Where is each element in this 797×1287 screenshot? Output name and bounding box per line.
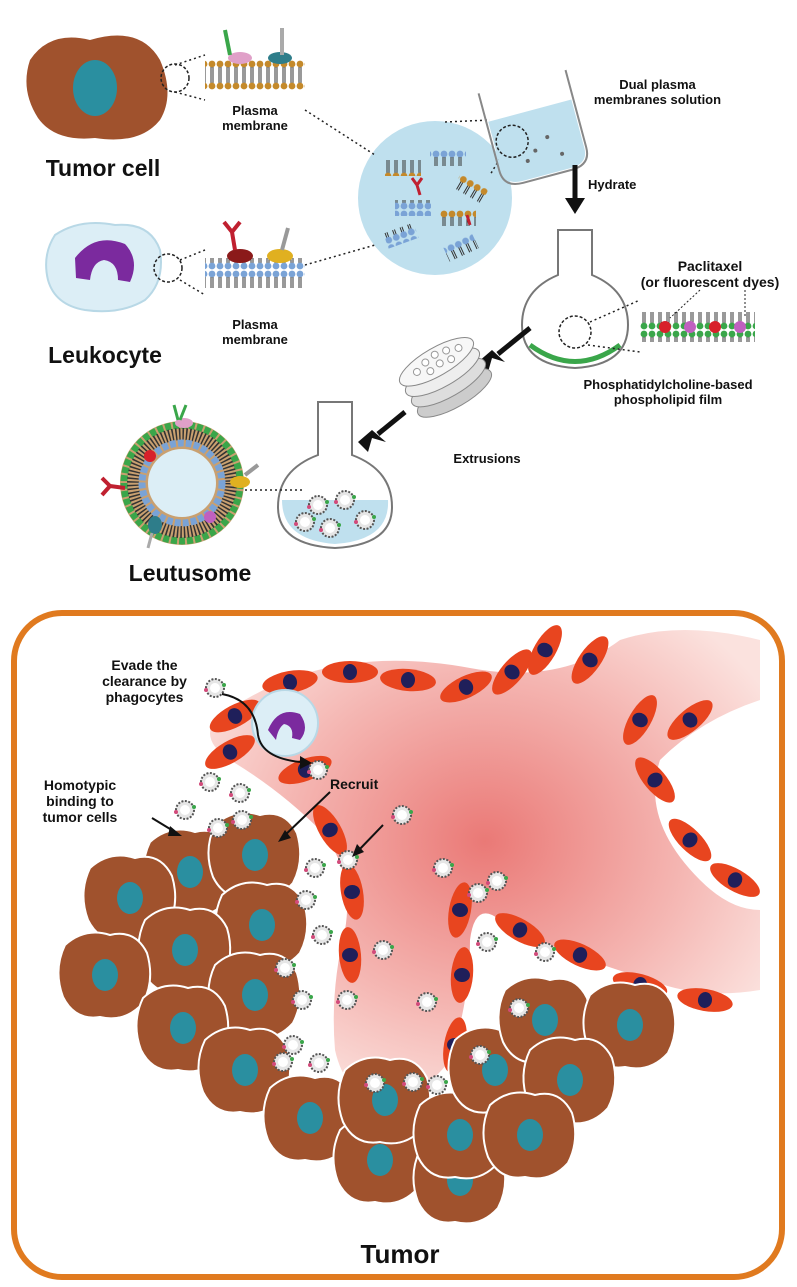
flask-with-leutusomes	[276, 401, 394, 550]
dotted-leader	[589, 299, 641, 323]
tumor-panel-title: Tumor	[360, 1239, 440, 1269]
dotted-leader	[174, 91, 206, 101]
dotted-leader	[179, 279, 206, 296]
evade-arrow	[221, 693, 312, 769]
leukocyte-membrane-bilayer	[205, 220, 305, 288]
homotypic-label: Homotypic binding to tumor cells	[42, 777, 118, 826]
dotted-leader	[444, 119, 491, 123]
plasma-membrane-label-2: Plasma membrane	[222, 317, 288, 347]
flask-with-film	[520, 229, 630, 370]
drug-loaded-bilayer	[640, 289, 755, 342]
dotted-leader	[174, 54, 206, 66]
paclitaxel-label: Paclitaxel (or fluorescent dyes)	[640, 258, 780, 291]
recruit-arrow-1	[278, 791, 331, 842]
leukocyte-graphic	[45, 222, 183, 313]
dual-solution-label: Dual plasma membranes solution	[593, 77, 722, 107]
hydrate-label: Hydrate	[588, 177, 637, 192]
evade-label: Evade the clearance by phagocytes	[102, 657, 187, 706]
homotypic-arrow	[151, 817, 182, 836]
tumor-membrane-bilayer	[205, 28, 305, 90]
blood-vessel	[210, 630, 760, 1100]
film-label: Phosphatidylcholine-based phospholipid f…	[583, 377, 753, 407]
hydrate-arrow	[565, 165, 585, 214]
dotted-leader	[587, 344, 641, 353]
recruit-label: Recruit	[330, 776, 379, 792]
tumor-cell-label: Tumor cell	[45, 155, 161, 181]
plasma-membrane-label-1: Plasma membrane	[222, 103, 288, 133]
dotted-leader	[304, 109, 376, 156]
extrusion-arrow-2	[358, 410, 407, 452]
leutusome-label: Leutusome	[128, 560, 252, 586]
phagocyte-graphic	[251, 689, 319, 757]
extrusions-label: Extrusions	[453, 451, 521, 466]
recruit-arrow-2	[352, 824, 384, 857]
solution-tube	[477, 69, 589, 186]
dotted-leader	[179, 249, 206, 261]
extruder-filters-graphic	[398, 337, 493, 418]
mixed-membranes-sphere	[358, 121, 512, 275]
leutusome-graphic	[100, 404, 260, 549]
leukocyte-label: Leukocyte	[48, 342, 162, 368]
tumor-cell-graphic	[26, 35, 190, 140]
dotted-leader	[304, 244, 376, 266]
